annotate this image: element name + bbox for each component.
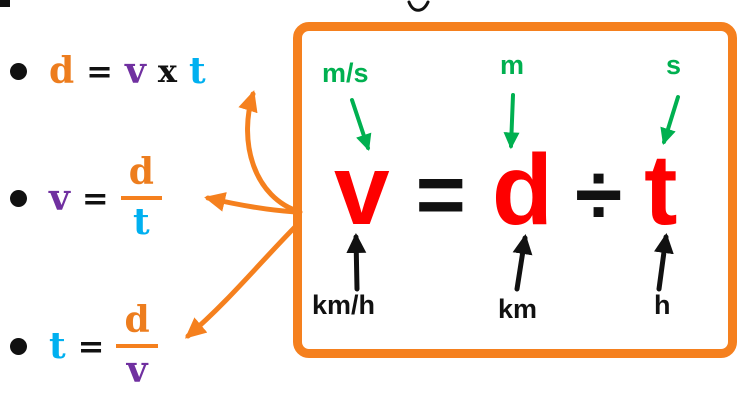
formula-distance-multiply-sign: x — [157, 52, 177, 90]
alt-time-unit-label: h — [654, 290, 671, 320]
arrow-to-time-formula — [184, 221, 301, 339]
formula-speed: v = d t — [10, 150, 162, 246]
formula-distance-equals: = — [86, 52, 113, 90]
formula-speed-fraction: d t — [120, 153, 162, 243]
cropped-artifact-corner — [0, 0, 10, 7]
metric-distance-unit-label: m — [500, 50, 525, 80]
formula-distance-lhs: d — [49, 50, 75, 92]
fraction-denominator: t — [133, 201, 150, 243]
formula-time-equals: = — [77, 327, 105, 365]
speed-variable: v — [334, 134, 390, 246]
alt-distance-unit-label: km — [498, 294, 538, 324]
fraction-numerator: d — [120, 153, 162, 200]
main-equation: v = d ÷ t — [334, 140, 677, 240]
formula-time-fraction: d v — [116, 301, 158, 391]
cropped-artifact-top — [407, 0, 430, 12]
bullet-icon — [10, 62, 27, 80]
time-variable: t — [644, 134, 678, 246]
bullet-icon — [10, 189, 27, 207]
fraction-numerator: d — [116, 301, 158, 348]
formula-distance-time-term: t — [188, 50, 206, 92]
fraction-denominator: v — [126, 349, 148, 391]
distance-variable: d — [491, 134, 553, 246]
alt-speed-unit-label: km/h — [312, 290, 376, 320]
formula-time: t = d v — [10, 298, 158, 394]
formula-distance-speed-term: v — [124, 50, 146, 92]
formula-time-lhs: t — [49, 325, 66, 367]
metric-speed-unit-label: m/s — [322, 58, 369, 88]
formula-speed-equals: = — [81, 179, 109, 217]
metric-time-unit-label: s — [666, 50, 682, 80]
equals-sign: = — [415, 147, 466, 243]
bullet-icon — [10, 337, 27, 355]
arrow-to-speed-formula — [204, 192, 299, 215]
formula-distance: d = v x t — [10, 44, 212, 98]
divide-sign: ÷ — [574, 147, 623, 243]
formula-speed-lhs: v — [49, 177, 70, 219]
